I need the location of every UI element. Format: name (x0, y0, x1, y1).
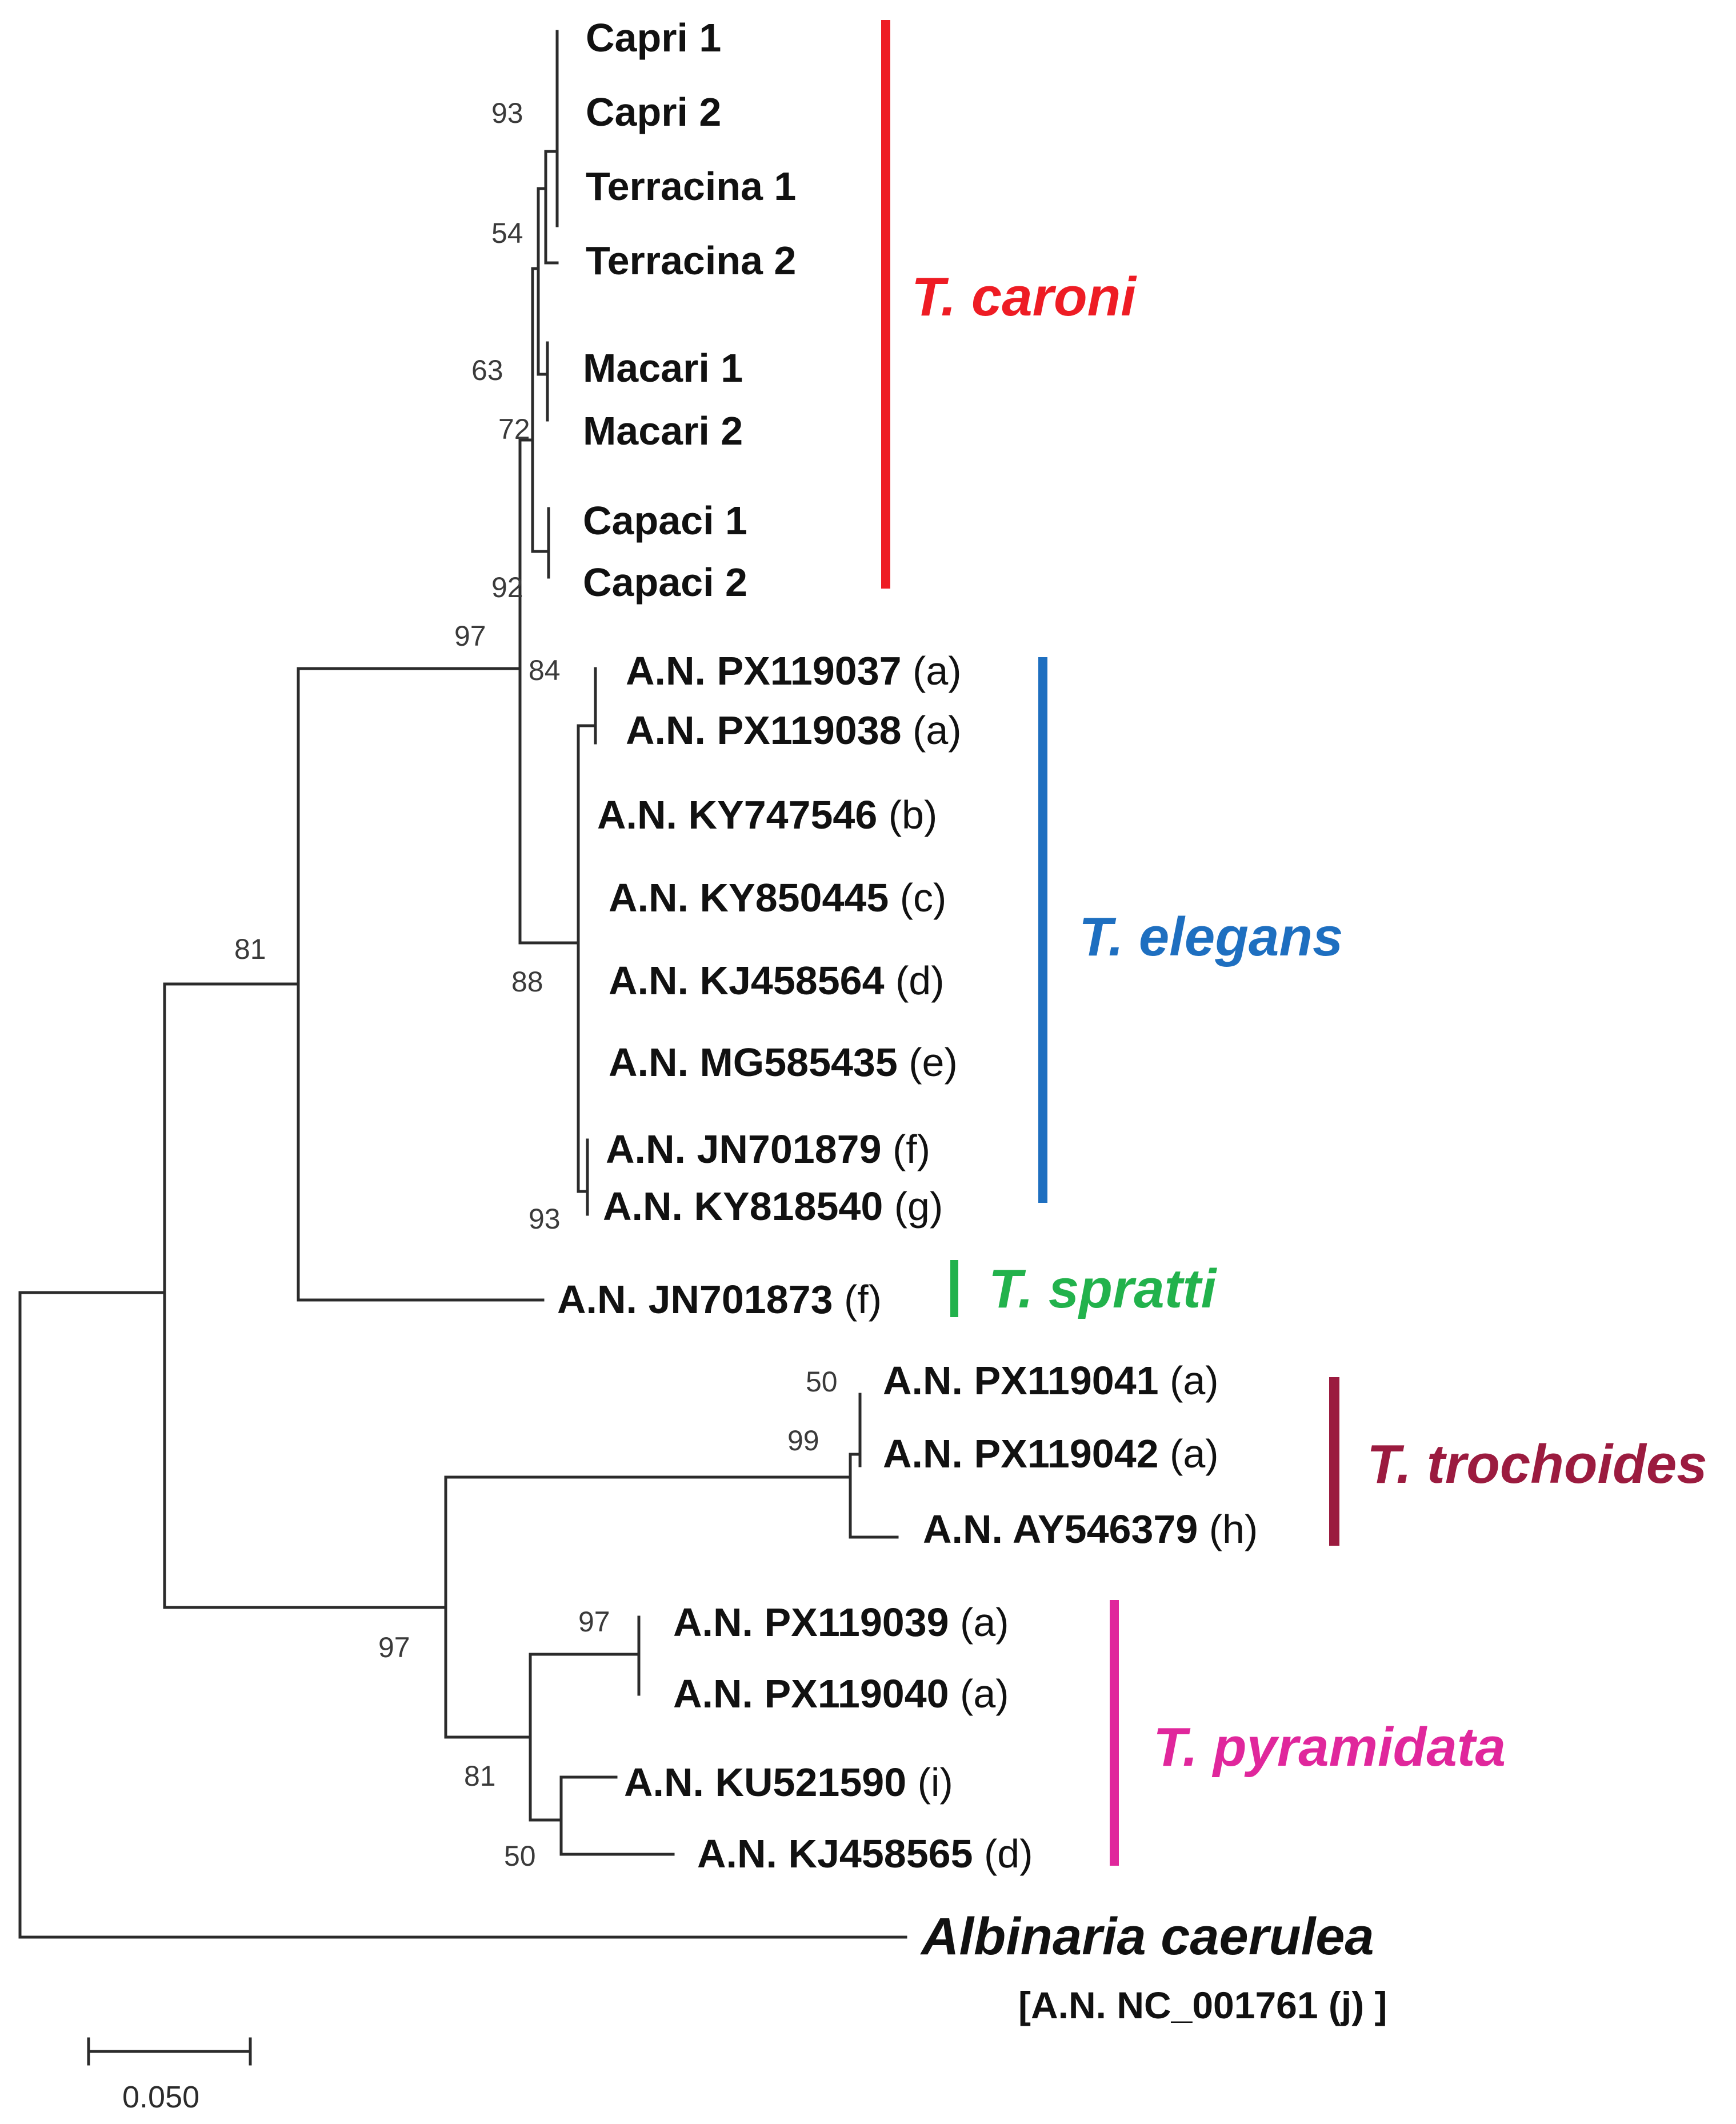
taxon-label: Macari 2 (583, 409, 743, 453)
clade-label-pyramidata: T. pyramidata (1153, 1717, 1506, 1778)
bootstrap-value: 97 (378, 1631, 410, 1663)
bootstrap-value: 50 (806, 1366, 838, 1398)
taxon-label: A.N. KY747546 (b) (597, 793, 937, 837)
bootstrap-value: 97 (454, 620, 486, 652)
outgroup-accession: [A.N. NC_001761 (j) ] (1018, 1984, 1387, 2026)
taxon-label: A.N. PX119039 (a) (673, 1600, 1009, 1645)
taxon-label: A.N. JN701879 (f) (606, 1127, 930, 1171)
scale-bar: 0.050 (87, 2037, 252, 2114)
taxon-label: A.N. KJ458564 (d) (609, 958, 945, 1003)
taxon-label: A.N. MG585435 (e) (609, 1040, 958, 1085)
taxon-label: A.N. PX119042 (a) (883, 1431, 1219, 1476)
bootstrap-value: 88 (511, 966, 543, 998)
bootstrap-value: 84 (529, 654, 561, 686)
bootstrap-value: 63 (471, 354, 503, 386)
clade-annotations: T. caroni T. elegans T. spratti T. troch… (881, 20, 1707, 1866)
bootstrap-value: 50 (504, 1840, 536, 1872)
bootstrap-value: 72 (498, 413, 530, 445)
clade-label-trochoides: T. trochoides (1367, 1434, 1707, 1495)
tree-branches (18, 30, 907, 1939)
taxon-label: Capaci 2 (583, 560, 747, 605)
clade-label-spratti: T. spratti (989, 1258, 1218, 1319)
bootstrap-value: 81 (234, 933, 266, 965)
clade-label-elegans: T. elegans (1079, 906, 1343, 967)
taxon-label: A.N. PX119038 (a) (626, 708, 962, 753)
bootstrap-value: 54 (491, 217, 523, 249)
taxon-label: Terracina 1 (586, 164, 796, 209)
bootstrap-value: 93 (529, 1203, 561, 1235)
taxon-label: Capri 1 (586, 15, 721, 60)
scale-bar-label: 0.050 (122, 2080, 199, 2114)
taxon-label: A.N. PX119041 (a) (883, 1358, 1219, 1403)
taxon-label: A.N. KJ458565 (d) (697, 1831, 1033, 1876)
taxon-label: Terracina 2 (586, 238, 796, 283)
taxon-label: A.N. KY818540 (g) (603, 1184, 943, 1229)
taxon-label: A.N. KY850445 (c) (609, 875, 946, 920)
scale-bar-line (87, 2037, 252, 2066)
taxon-label: A.N. KU521590 (i) (624, 1760, 953, 1805)
bootstrap-value: 93 (491, 97, 523, 129)
bootstrap-value: 97 (578, 1606, 610, 1638)
taxon-label: Capaci 1 (583, 498, 747, 543)
taxon-label: Capri 2 (586, 90, 721, 134)
taxon-labels: Capri 1 Capri 2 Terracina 1 Terracina 2 … (557, 15, 1258, 1876)
bootstrap-value: 81 (464, 1760, 496, 1792)
bootstrap-value: 92 (491, 571, 523, 603)
bootstrap-values: 93 54 63 72 92 97 84 88 93 81 50 99 97 9… (234, 97, 838, 1872)
taxon-label: A.N. PX119040 (a) (673, 1671, 1009, 1716)
clade-label-caroni: T. caroni (911, 266, 1137, 327)
taxon-label: Macari 1 (583, 346, 743, 390)
taxon-label: A.N. PX119037 (a) (626, 649, 962, 693)
outgroup-name: Albinaria caerulea (920, 1907, 1374, 1966)
bootstrap-value: 99 (787, 1425, 819, 1457)
taxon-label: A.N. JN701873 (f) (557, 1277, 882, 1322)
taxon-label: A.N. AY546379 (h) (923, 1507, 1258, 1551)
